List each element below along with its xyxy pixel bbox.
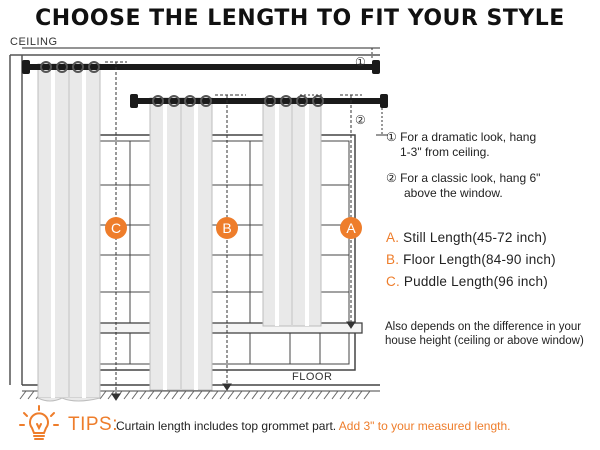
lightbulb-icon	[19, 405, 59, 440]
length-b-text: Floor Length(84-90 inch)	[403, 252, 556, 267]
floor-hatch-line	[219, 390, 227, 400]
floor-hatch-line	[131, 390, 139, 400]
length-c-text: Puddle Length(96 inch)	[403, 274, 548, 289]
floor-hatch-line	[291, 390, 299, 400]
note-dramatic-line2: 1-3" from ceiling.	[400, 145, 490, 159]
page-title: CHOOSE THE LENGTH TO FIT YOUR STYLE	[35, 6, 565, 31]
marker-2: ②	[355, 113, 366, 127]
marker-c: C	[105, 217, 127, 239]
note-classic: ② For a classic look, hang 6" above the …	[386, 171, 540, 201]
note-dramatic: ① For a dramatic look, hang 1-3" from ce…	[386, 130, 536, 160]
length-a-text: Still Length(45-72 inch)	[403, 230, 547, 245]
marker-b: B	[216, 217, 238, 239]
tips-label: TIPS:	[68, 414, 119, 435]
floor-hatch-line	[347, 390, 355, 400]
floor-hatch-line	[307, 390, 315, 400]
floor-hatch-line	[123, 390, 131, 400]
floor-hatch-line	[355, 390, 363, 400]
floor-hatch-line	[211, 390, 219, 400]
svg-text:C: C	[111, 220, 121, 236]
curtain-b	[149, 97, 213, 391]
marker-1: ①	[355, 55, 366, 69]
ceiling-label: CEILING	[10, 36, 58, 48]
left-wall	[9, 47, 380, 385]
floor-hatch-line	[27, 390, 35, 400]
tips-highlight-text: Add 3" to your measured length.	[338, 419, 511, 433]
length-c: C.Puddle Length(96 inch)	[386, 274, 548, 289]
curtain-a	[262, 97, 322, 327]
floor-hatch-line	[331, 390, 339, 400]
svg-text:B: B	[222, 220, 231, 236]
tips-text: Curtain length includes top grommet part…	[116, 419, 511, 433]
floor-label: FLOOR	[292, 371, 333, 383]
note-dramatic-line1: ① For a dramatic look, hang	[386, 130, 537, 144]
floor-hatch-line	[179, 390, 187, 400]
curtain-c	[37, 63, 101, 402]
floor-hatch-line	[147, 390, 155, 400]
floor-hatch-line	[315, 390, 323, 400]
floor-hatch-line	[187, 390, 195, 400]
floor-hatch-line	[339, 390, 347, 400]
marker-a: A	[340, 217, 362, 239]
floor-hatch-line	[275, 390, 283, 400]
length-c-letter: C.	[386, 274, 400, 289]
floor-hatch-line	[99, 390, 107, 400]
floor-hatch-line	[195, 390, 203, 400]
floor-hatch-line	[203, 390, 211, 400]
floor-hatch-line	[235, 390, 243, 400]
svg-text:A: A	[346, 220, 356, 236]
length-b-letter: B.	[386, 252, 400, 267]
floor-hatch-line	[19, 390, 27, 400]
floor-hatch-line	[267, 390, 275, 400]
rod-window	[130, 94, 388, 108]
floor-hatch-line	[283, 390, 291, 400]
floor-hatch-line	[155, 390, 163, 400]
floor-hatch-line	[363, 390, 371, 400]
floor-hatch-line	[227, 390, 235, 400]
rod-ceiling	[22, 60, 380, 74]
length-b: B.Floor Length(84-90 inch)	[386, 252, 556, 267]
tips-row: TIPS: Curtain length includes top gromme…	[8, 404, 598, 444]
floor-hatch-line	[171, 390, 179, 400]
floor-hatch-line	[299, 390, 307, 400]
floor-hatch-line	[107, 390, 115, 400]
floor-hatch-line	[251, 390, 259, 400]
floor-hatch-line	[259, 390, 267, 400]
floor-hatch-line	[139, 390, 147, 400]
floor-hatch-line	[163, 390, 171, 400]
length-a: A.Still Length(45-72 inch)	[386, 230, 547, 245]
note-classic-line2: above the window.	[404, 186, 503, 200]
tips-main-text: Curtain length includes top grommet part…	[116, 419, 337, 433]
depends-note: Also depends on the difference in your h…	[385, 321, 584, 347]
floor-hatch-line	[243, 390, 251, 400]
length-a-letter: A.	[386, 230, 400, 245]
note-classic-line1: ② For a classic look, hang 6"	[386, 171, 541, 185]
floor-hatch-line	[323, 390, 331, 400]
